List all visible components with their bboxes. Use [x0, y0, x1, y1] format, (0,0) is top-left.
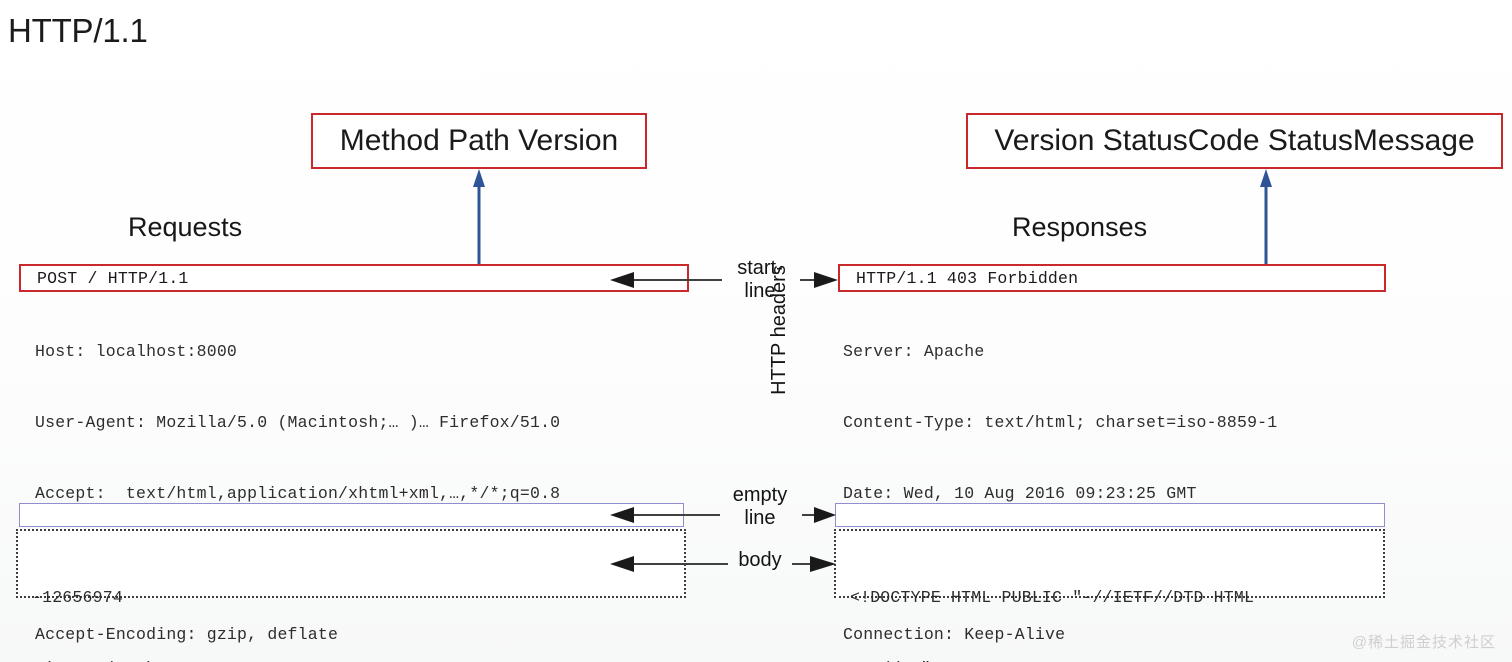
callout-method-path-version: Method Path Version — [311, 113, 647, 169]
request-body-line: -12656974 — [32, 588, 123, 608]
request-header-line: Accept-Encoding: gzip, deflate — [35, 625, 339, 645]
request-header-line: Accept: text/html,application/xhtml+xml,… — [35, 483, 561, 503]
arrow-left-body-icon — [610, 556, 728, 572]
response-body-line: 2.0//EN"> — [850, 657, 1383, 662]
blue-up-arrow-request-icon — [473, 169, 485, 273]
heading-requests: Requests — [128, 212, 243, 242]
title-band: HTTP/1.1 — [0, 0, 481, 78]
arrow-right-empty-line-icon — [802, 507, 836, 523]
response-header-line: Content-Type: text/html; charset=iso-885… — [843, 412, 1278, 432]
response-header-line: Connection: Keep-Alive — [843, 625, 1066, 645]
blue-up-arrow-response-icon — [1260, 169, 1272, 273]
label-empty-line: empty line — [732, 484, 788, 529]
response-header-line: Date: Wed, 10 Aug 2016 09:23:25 GMT — [843, 483, 1197, 503]
response-start-line-box: HTTP/1.1 403 Forbidden — [838, 264, 1386, 292]
arrow-left-start-line-icon — [610, 272, 722, 288]
request-body-box: -12656974 (more data) — [16, 529, 686, 662]
arrow-right-start-line-icon — [800, 272, 838, 288]
callout-version-statuscode-statusmessage: Version StatusCode StatusMessage — [966, 113, 1503, 169]
page-title: HTTP/1.1 — [8, 12, 148, 49]
watermark: @稀土掘金技术社区 — [1351, 634, 1496, 651]
response-body-line: <!DOCTYPE HTML PUBLIC "-//IETF//DTD HTML — [850, 588, 1255, 608]
request-header-line: Host: localhost:8000 — [35, 342, 238, 362]
label-http-headers: HTTP headers — [768, 265, 790, 395]
request-start-line-text: POST / HTTP/1.1 — [37, 268, 189, 288]
request-header-line: User-Agent: Mozilla/5.0 (Macintosh;… )… … — [35, 412, 561, 432]
arrow-right-body-icon — [792, 556, 836, 572]
arrow-left-empty-line-icon — [610, 507, 720, 523]
response-header-line: Server: Apache — [843, 342, 985, 362]
response-body-box: <!DOCTYPE HTML PUBLIC "-//IETF//DTD HTML… — [834, 529, 1385, 662]
request-start-line-box: POST / HTTP/1.1 — [19, 264, 689, 292]
label-body: body — [738, 549, 782, 571]
label-start-line: start- line — [737, 257, 783, 302]
heading-responses: Responses — [1012, 212, 1148, 242]
response-start-line-text: HTTP/1.1 403 Forbidden — [856, 268, 1079, 288]
response-empty-line-box — [835, 503, 1385, 527]
request-empty-line-box — [19, 503, 684, 527]
request-body-line: (more data) — [32, 657, 684, 662]
